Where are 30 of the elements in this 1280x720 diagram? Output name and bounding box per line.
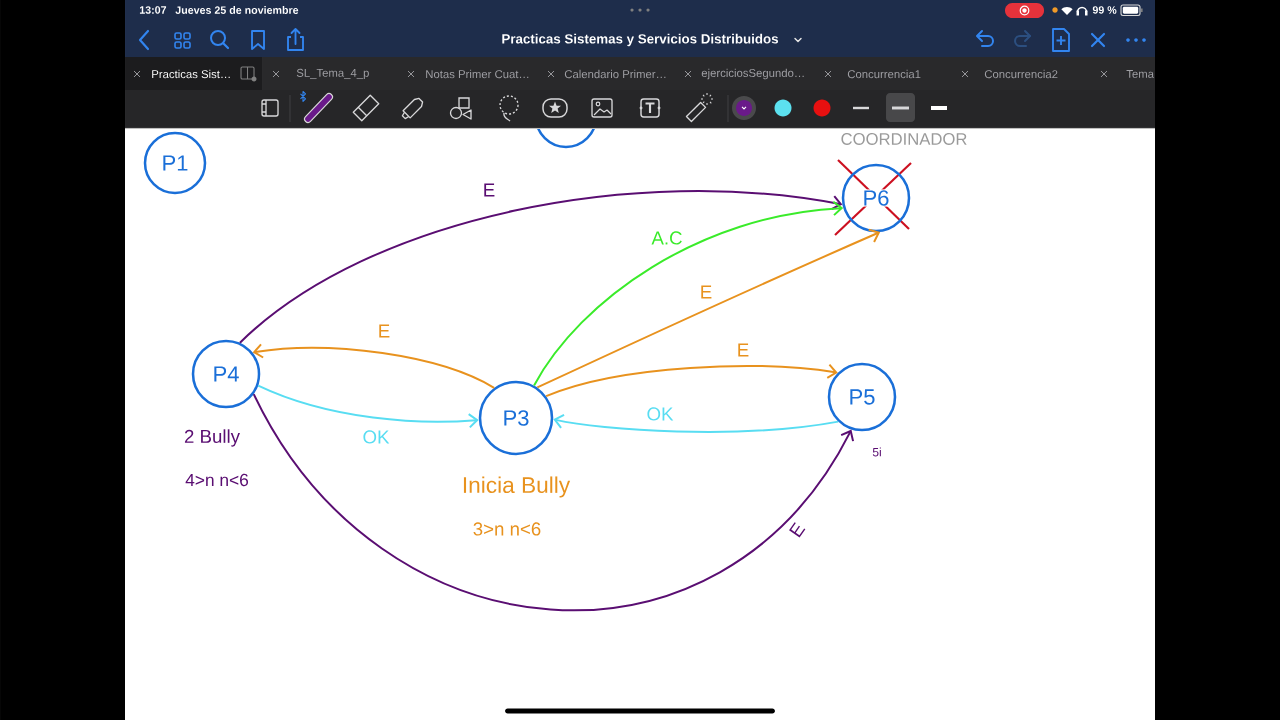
tab-label: Calendario Primer…: [564, 69, 666, 79]
edge-label: A.C: [649, 229, 685, 247]
edge-label: OK: [644, 405, 676, 423]
node-caption: 5i: [872, 447, 881, 457]
arrow: [533, 200, 844, 387]
arrow: [545, 363, 838, 398]
tab-label: Notas Primer Cuat…: [426, 69, 529, 79]
node-caption: Inicia Bully: [463, 476, 571, 498]
node-caption: 2 Bully: [184, 429, 240, 447]
tab-label: ejerciciosSegundo…: [701, 68, 804, 80]
selected-tab: Practicas Sist…: [125, 57, 262, 90]
tab-label: SL_Tema_4_p: [296, 68, 369, 80]
arrow: [252, 393, 855, 611]
arrow: [238, 190, 843, 344]
arrow: [257, 384, 479, 429]
node-caption: COORDINADOR: [841, 133, 967, 145]
status-date: Jueves 25 de noviembre: [175, 6, 299, 14]
edge-label: E: [785, 518, 809, 542]
tab-label: Concurrencia1: [847, 69, 921, 79]
arrow: [553, 413, 840, 433]
tab-label: Tema: [1126, 70, 1154, 78]
edge-label: OK: [360, 428, 392, 446]
node-caption: 3>n n<6: [473, 522, 541, 536]
status-time: 13:07: [139, 6, 167, 14]
document-title: Practicas Sistemas y Servicios Distribuidos: [502, 33, 779, 47]
arrow: [252, 343, 496, 389]
tab-label: Concurrencia2: [984, 69, 1058, 79]
node-caption: 4>n n<6: [185, 473, 249, 487]
battery-percentage: 99 %: [1092, 6, 1117, 14]
arrow: [536, 228, 881, 389]
